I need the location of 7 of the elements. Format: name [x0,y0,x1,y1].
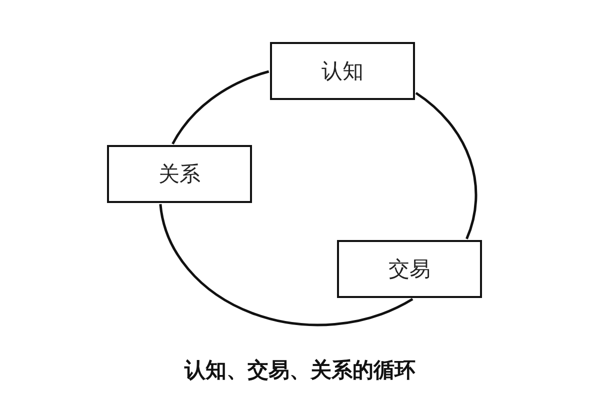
label-box: 交易 [337,240,482,298]
cycle-arc [159,204,414,326]
cycle-arc [415,92,478,240]
label-box: 认知 [270,42,415,100]
caption: 认知、交易、关系的循环 [184,357,416,382]
label-box: 关系 [107,145,252,203]
cycle-arc [172,70,270,145]
